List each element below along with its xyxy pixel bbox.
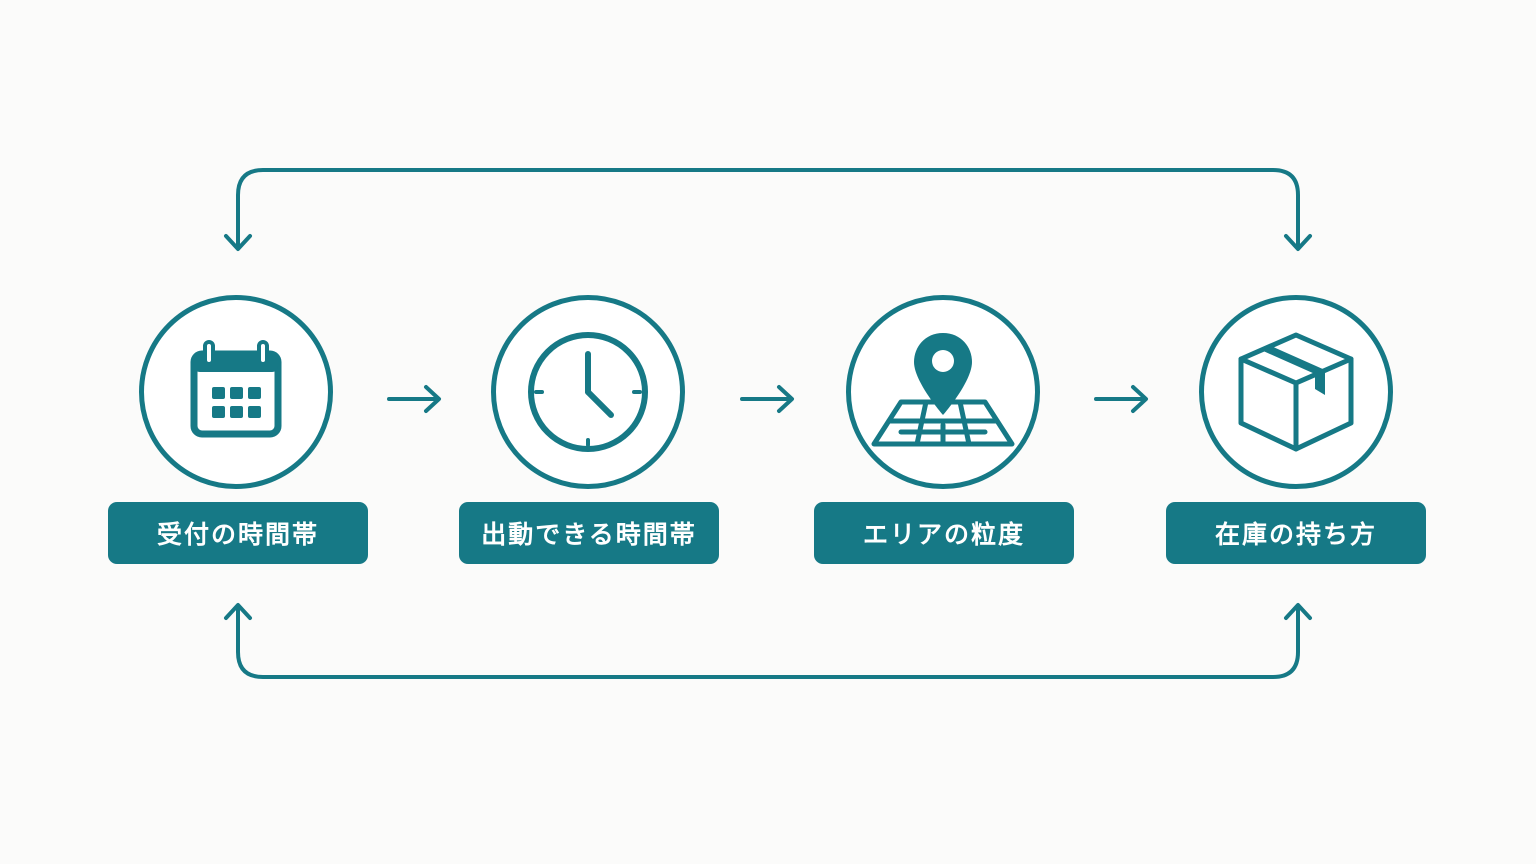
sequence-arrow-3 <box>1094 385 1148 413</box>
package-box-icon <box>1238 332 1354 452</box>
sequence-arrow-2 <box>740 385 794 413</box>
bottom-loop-left-arrowhead <box>224 603 252 620</box>
calendar-icon <box>190 340 282 438</box>
top-loop-connector <box>236 168 1300 250</box>
top-loop-left-arrowhead <box>224 234 252 251</box>
node-reception-hours <box>139 295 333 489</box>
label-area-granularity: エリアの粒度 <box>814 502 1074 564</box>
node-dispatch-hours <box>491 295 685 489</box>
label-dispatch-hours: 出動できる時間帯 <box>459 502 719 564</box>
map-pin-icon <box>871 333 1015 447</box>
node-area-granularity <box>846 295 1040 489</box>
sequence-arrow-1 <box>387 385 441 413</box>
top-loop-right-arrowhead <box>1284 234 1312 251</box>
bottom-loop-right-arrowhead <box>1284 603 1312 620</box>
node-inventory-method <box>1199 295 1393 489</box>
label-reception-hours: 受付の時間帯 <box>108 502 368 564</box>
label-inventory-method: 在庫の持ち方 <box>1166 502 1426 564</box>
bottom-loop-connector <box>236 604 1300 679</box>
clock-icon <box>528 332 648 452</box>
